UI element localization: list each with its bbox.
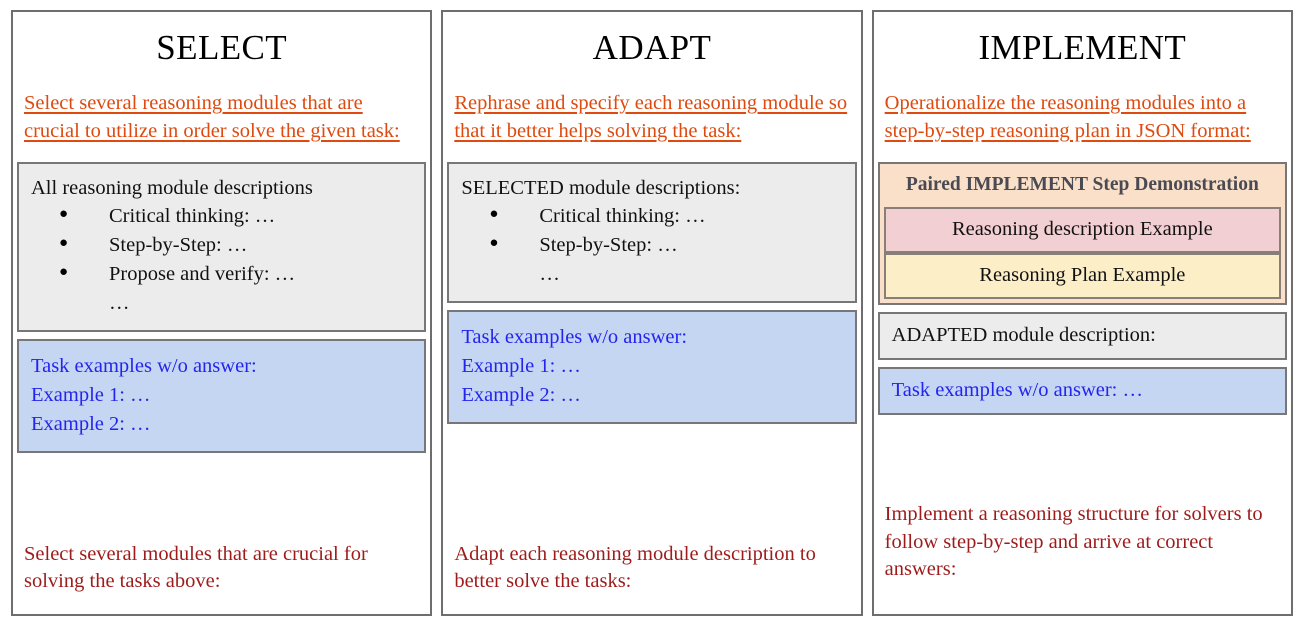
task-examples-box-adapt: Task examples w/o answer: Example 1: … E…	[447, 309, 857, 425]
closing-prompt-implement: Implement a reasoning structure for solv…	[884, 502, 1263, 581]
panel-title-adapt: ADAPT	[592, 28, 712, 67]
list-item: Critical thinking: …	[461, 201, 842, 231]
instruction-select-text: Select several reasoning modules that ar…	[24, 91, 400, 142]
list-item-ellipsis: …	[109, 291, 130, 314]
list-item-ellipsis: …	[539, 262, 560, 285]
module-descriptions-box-select: All reasoning module descriptions Critic…	[17, 161, 427, 332]
spacer	[17, 460, 426, 540]
paired-demonstration-box: Paired IMPLEMENT Step Demonstration Reas…	[877, 161, 1287, 306]
task-box-heading: Task examples w/o answer:	[31, 354, 257, 377]
list-item: Propose and verify: …	[31, 259, 412, 289]
instruction-select: Select several reasoning modules that ar…	[17, 89, 426, 145]
module-descriptions-box-adapt: SELECTED module descriptions: Critical t…	[447, 161, 857, 303]
list-item: Step-by-Step: …	[461, 230, 842, 260]
closing-prompt-adapt: Adapt each reasoning module description …	[454, 542, 816, 593]
panel-adapt: ADAPT Rephrase and specify each reasonin…	[441, 10, 863, 616]
instruction-implement-text: Operationalize the reasoning modules int…	[884, 91, 1251, 142]
adapted-module-description-label: ADAPTED module description:	[891, 324, 1156, 347]
task-box-line: Example 2: …	[461, 384, 581, 407]
reasoning-plan-example: Reasoning Plan Example	[883, 253, 1281, 300]
list-item: Critical thinking: …	[31, 201, 412, 231]
panel-title-select: SELECT	[156, 28, 288, 67]
module-box-heading: SELECTED module descriptions:	[461, 176, 741, 199]
panel-select: SELECT Select several reasoning modules …	[11, 10, 433, 616]
list-item: Step-by-Step: …	[31, 230, 412, 260]
instruction-implement: Operationalize the reasoning modules int…	[878, 89, 1287, 145]
panel-implement: IMPLEMENT Operationalize the reasoning m…	[871, 10, 1293, 616]
spacer	[878, 422, 1287, 501]
demo-box-title: Paired IMPLEMENT Step Demonstration	[905, 173, 1259, 195]
task-box-heading: Task examples w/o answer:	[461, 325, 688, 348]
task-box-heading: Task examples w/o answer: …	[891, 379, 1143, 402]
task-examples-box-select: Task examples w/o answer: Example 1: … E…	[17, 338, 427, 454]
closing-prompt-select: Select several modules that are crucial …	[24, 542, 368, 593]
panel-title-implement: IMPLEMENT	[978, 28, 1187, 67]
task-box-line: Example 2: …	[31, 413, 151, 436]
instruction-adapt-text: Rephrase and specify each reasoning modu…	[454, 91, 848, 142]
adapted-module-description-box: ADAPTED module description:	[877, 312, 1287, 361]
instruction-adapt: Rephrase and specify each reasoning modu…	[447, 89, 856, 145]
spacer	[447, 431, 856, 540]
module-list: Critical thinking: … Step-by-Step: … Pro…	[31, 201, 412, 318]
reasoning-description-example: Reasoning description Example	[883, 207, 1281, 254]
task-examples-box-implement: Task examples w/o answer: …	[877, 367, 1287, 416]
module-box-heading: All reasoning module descriptions	[31, 176, 313, 199]
module-list: Critical thinking: … Step-by-Step: … …	[461, 201, 842, 289]
task-box-line: Example 1: …	[31, 384, 151, 407]
task-box-line: Example 1: …	[461, 354, 581, 377]
